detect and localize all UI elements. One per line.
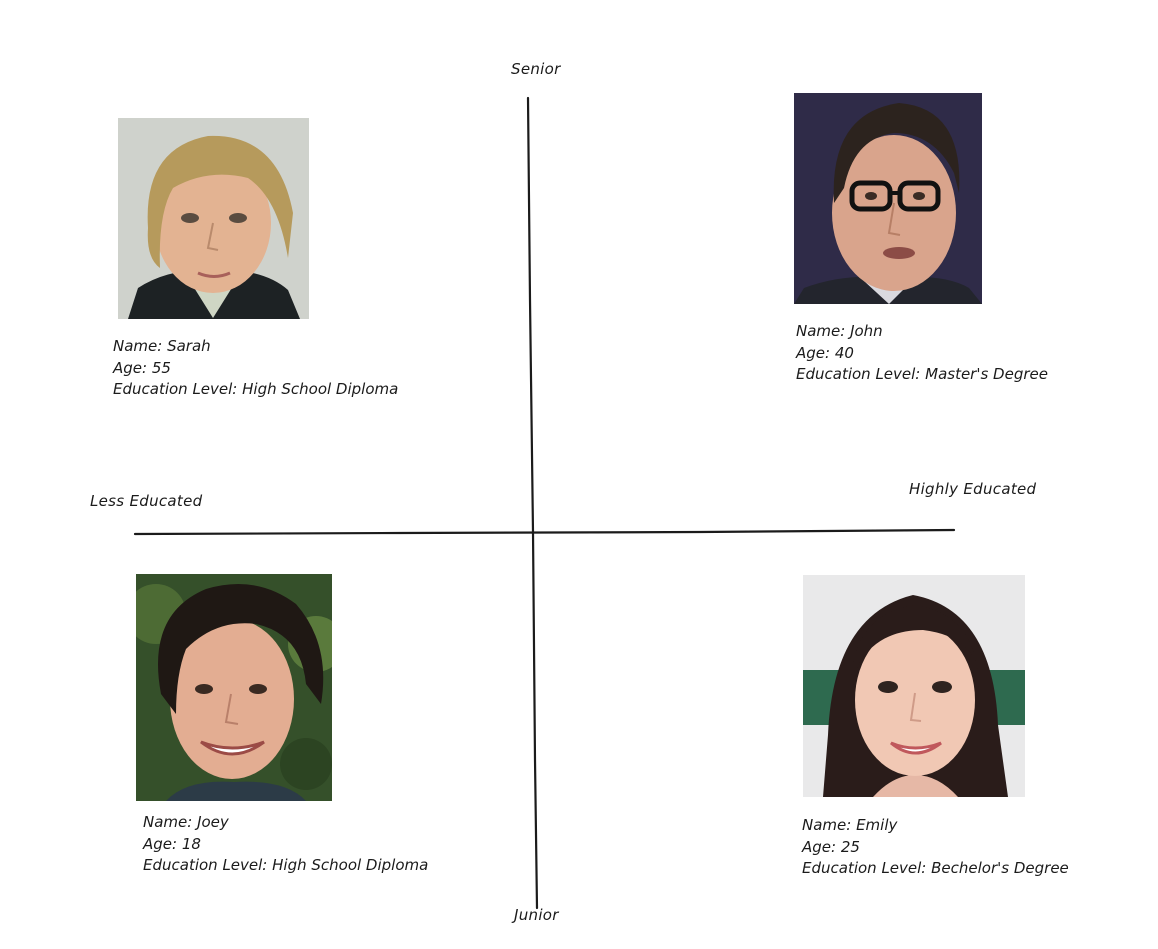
young-woman-portrait-icon [803, 575, 1025, 797]
young-man-portrait-icon [136, 574, 332, 801]
person-info-john: Name: John Age: 40 Education Level: Mast… [796, 321, 1048, 386]
person-education: Education Level: High School Diploma [113, 380, 399, 398]
person-info-emily: Name: Emily Age: 25 Education Level: Bec… [802, 815, 1069, 880]
person-education: Education Level: Bechelor's Degree [802, 859, 1069, 877]
portrait-photo-emily [803, 575, 1025, 797]
axis-label-junior: Junior [514, 906, 559, 924]
person-name: Name: Sarah [113, 337, 211, 355]
person-age: Age: 40 [796, 343, 854, 362]
portrait-photo-sarah [118, 118, 309, 319]
portrait-photo-john [794, 93, 982, 304]
man-glasses-portrait-icon [794, 93, 982, 304]
person-name: Name: Joey [143, 813, 229, 831]
older-woman-portrait-icon [118, 118, 309, 319]
vertical-axis-line [526, 96, 539, 910]
axis-label-highly-educated: Highly Educated [909, 480, 1037, 498]
person-age: Age: 25 [802, 837, 860, 856]
person-name: Name: John [796, 322, 883, 340]
person-info-joey: Name: Joey Age: 18 Education Level: High… [143, 812, 428, 877]
person-education: Education Level: Master's Degree [796, 365, 1048, 383]
axis-label-less-educated: Less Educated [90, 492, 203, 510]
portrait-photo-joey [136, 574, 332, 801]
person-info-sarah: Name: Sarah Age: 55 Education Level: Hig… [113, 336, 398, 401]
person-education: Education Level: High School Diploma [143, 856, 429, 874]
person-age: Age: 55 [113, 358, 171, 377]
horizontal-axis-line [133, 528, 956, 536]
person-age: Age: 18 [143, 834, 201, 853]
person-name: Name: Emily [802, 816, 898, 834]
axis-label-senior: Senior [511, 60, 561, 78]
